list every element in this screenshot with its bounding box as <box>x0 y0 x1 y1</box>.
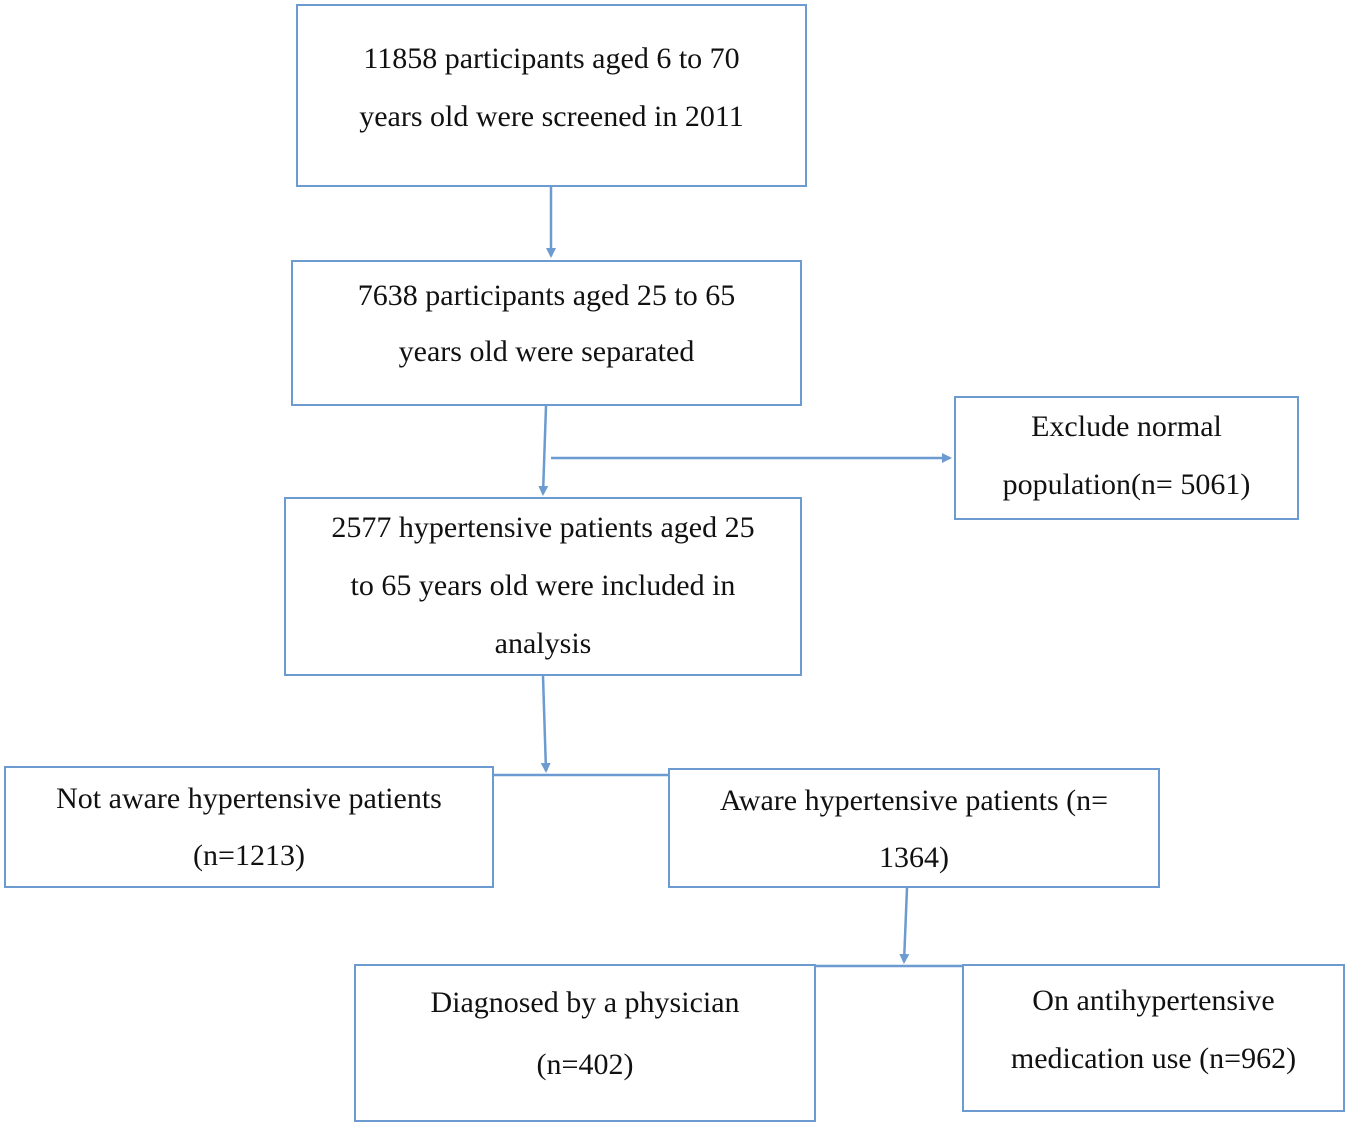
not-aware-box: Not aware hypertensive patients (n=1213) <box>4 766 494 888</box>
medication-line-1: On antihypertensive <box>1032 984 1275 1017</box>
included-line-2: to 65 years old were included in <box>350 569 736 602</box>
arrow-aware-to-split <box>899 887 910 964</box>
not-aware-line-2: (n=1213) <box>193 839 305 872</box>
included-box: 2577 hypertensive patients aged 25 to 65… <box>284 497 802 676</box>
not-aware-line-1: Not aware hypertensive patients <box>56 782 442 815</box>
diagnosed-line-2: (n=402) <box>536 1048 634 1081</box>
screened-line-2: years old were screened in 2011 <box>359 100 744 133</box>
diagnosed-line-1: Diagnosed by a physician <box>430 986 740 1019</box>
aware-line-1: Aware hypertensive patients (n= <box>719 784 1109 817</box>
medication-box: On antihypertensive medication use (n=96… <box>962 964 1345 1112</box>
aware-box: Aware hypertensive patients (n= 1364) <box>668 768 1160 888</box>
screened-line-1: 11858 participants aged 6 to 70 <box>363 42 740 75</box>
arrow-included-to-split <box>540 675 551 773</box>
excluded-box: Exclude normal population(n= 5061) <box>954 396 1299 520</box>
diagnosed-box: Diagnosed by a physician (n=402) <box>354 964 816 1122</box>
separated-line-1: 7638 participants aged 25 to 65 <box>357 279 736 312</box>
excluded-line-2: population(n= 5061) <box>1002 468 1251 501</box>
excluded-line-1: Exclude normal <box>1031 410 1222 443</box>
medication-line-2: medication use (n=962) <box>1010 1042 1297 1075</box>
arrow-separated-to-included <box>538 405 549 496</box>
included-line-3: analysis <box>494 627 592 660</box>
screened-box: 11858 participants aged 6 to 70 years ol… <box>296 4 807 187</box>
included-line-1: 2577 hypertensive patients aged 25 <box>331 511 755 544</box>
separated-line-2: years old were separated <box>398 335 695 368</box>
separated-box: 7638 participants aged 25 to 65 years ol… <box>291 260 802 406</box>
aware-line-2: 1364) <box>879 841 949 874</box>
